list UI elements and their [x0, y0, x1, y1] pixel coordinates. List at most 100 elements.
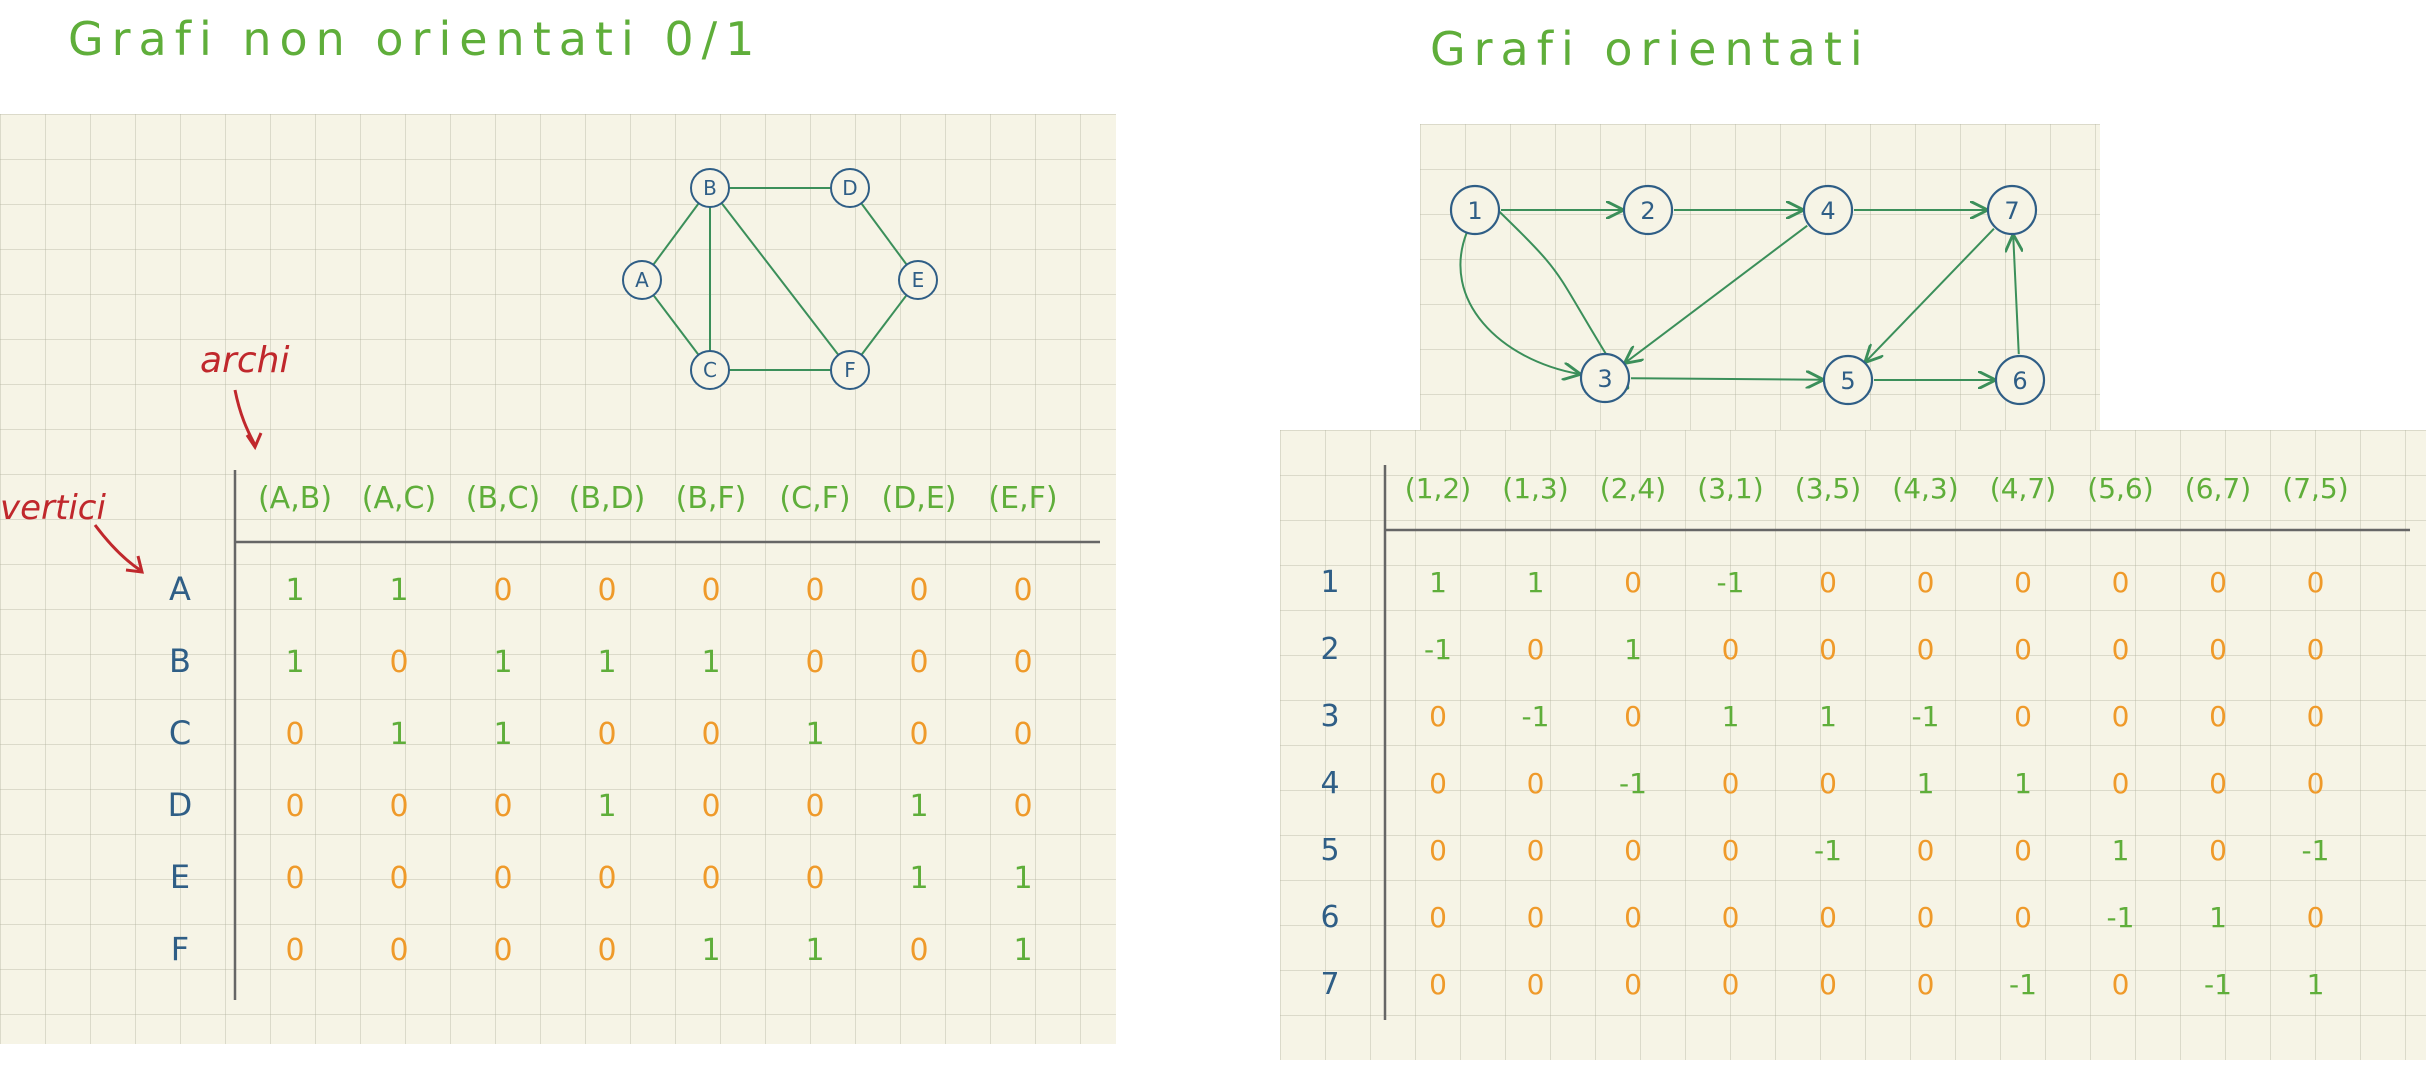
row-label: D: [168, 786, 193, 824]
matrix-cell: 0: [2209, 834, 2227, 867]
matrix-cell: 0: [1013, 789, 1032, 824]
matrix-cell: 1: [389, 717, 408, 752]
matrix-cell: 0: [1722, 633, 1740, 666]
graph-node-label: 5: [1840, 367, 1855, 395]
matrix-cell: 0: [805, 789, 824, 824]
matrix-cell: 0: [2014, 566, 2032, 599]
matrix-cell: 1: [493, 645, 512, 680]
matrix-cell: 1: [1624, 633, 1642, 666]
matrix-cell: 0: [1429, 700, 1447, 733]
matrix-cell: 0: [1917, 968, 1935, 1001]
row-label: E: [170, 858, 190, 896]
matrix-cell: 0: [1527, 901, 1545, 934]
row-label: 1: [1320, 565, 1339, 600]
matrix-cell: 0: [1527, 968, 1545, 1001]
matrix-cell: -1: [2107, 901, 2135, 934]
matrix-cell: 0: [597, 717, 616, 752]
column-header: (7,5): [2282, 472, 2348, 505]
matrix-cell: 1: [2307, 968, 2325, 1001]
matrix-cell: 0: [285, 789, 304, 824]
annotation-edges-arrow: [233, 389, 263, 451]
graph-node: 4: [1802, 184, 1854, 236]
column-header: (A,C): [362, 481, 436, 516]
matrix-cell: 0: [701, 573, 720, 608]
matrix-cell: 0: [1819, 566, 1837, 599]
matrix-cell: 0: [2209, 566, 2227, 599]
matrix-cell: 1: [909, 861, 928, 896]
matrix-cell: 1: [1429, 566, 1447, 599]
annotation-edges: archi: [200, 340, 290, 381]
matrix-cell: 0: [1429, 834, 1447, 867]
matrix-cell: 0: [1722, 968, 1740, 1001]
matrix-cell: 0: [1722, 901, 1740, 934]
column-header: (B,D): [569, 481, 646, 516]
row-label: 6: [1320, 900, 1339, 935]
matrix-cell: 0: [597, 573, 616, 608]
matrix-cell: 0: [2014, 700, 2032, 733]
column-header: (2,4): [1600, 472, 1666, 505]
graph-edge: [1626, 224, 1808, 363]
matrix-cell: 0: [493, 861, 512, 896]
matrix-cell: 0: [493, 789, 512, 824]
matrix-cell: 0: [2014, 901, 2032, 934]
graph-node: 3: [1579, 352, 1631, 404]
matrix-cell: 0: [2112, 700, 2130, 733]
matrix-cell: 0: [2112, 566, 2130, 599]
column-header: (D,E): [882, 481, 957, 516]
matrix-cell: 0: [1624, 901, 1642, 934]
matrix-cell: 0: [597, 861, 616, 896]
matrix-cell: 1: [909, 789, 928, 824]
matrix-cell: -1: [1619, 767, 1647, 800]
matrix-cell: 1: [597, 645, 616, 680]
matrix-cell: 1: [493, 717, 512, 752]
graph-node-label: 2: [1640, 197, 1655, 225]
row-label: 5: [1320, 833, 1339, 868]
matrix-cell: 1: [597, 789, 616, 824]
graph-edge: [1459, 231, 1579, 374]
matrix-cell: -1: [2204, 968, 2232, 1001]
matrix-cell: 1: [285, 645, 304, 680]
matrix-cell: 0: [805, 645, 824, 680]
matrix-cell: 0: [1624, 834, 1642, 867]
annotation-vertices: vertici: [0, 488, 106, 528]
graph-node-label: D: [842, 176, 857, 200]
matrix-cell: -1: [1717, 566, 1745, 599]
matrix-cell: 1: [2112, 834, 2130, 867]
column-header: (B,F): [676, 481, 747, 516]
row-label: 3: [1320, 699, 1339, 734]
matrix-cell: 0: [1527, 767, 1545, 800]
matrix-cell: 0: [1013, 573, 1032, 608]
matrix-cell: -1: [2302, 834, 2330, 867]
annotation-vertices-arrow: [93, 524, 144, 574]
matrix-cell: 0: [2307, 566, 2325, 599]
graph-node: 5: [1822, 354, 1874, 406]
matrix-cell: 0: [1819, 767, 1837, 800]
graph-node-label: B: [703, 176, 717, 200]
matrix-cell: 1: [2014, 767, 2032, 800]
column-header: (A,B): [258, 481, 332, 516]
graph-node: 7: [1986, 184, 2038, 236]
graph-node-label: E: [912, 268, 925, 292]
matrix-cell: -1: [1912, 700, 1940, 733]
matrix-cell: 0: [1917, 834, 1935, 867]
graph-node-label: F: [844, 358, 856, 382]
matrix-cell: 1: [805, 717, 824, 752]
matrix-cell: 0: [2112, 968, 2130, 1001]
matrix-cell: 0: [2307, 700, 2325, 733]
graph-node: E: [898, 260, 938, 300]
matrix-cell: 0: [2112, 767, 2130, 800]
column-header: (E,F): [988, 481, 1057, 516]
matrix-cell: 0: [389, 645, 408, 680]
column-header: (1,2): [1405, 472, 1471, 505]
matrix-cell: 0: [909, 645, 928, 680]
column-header: (4,7): [1990, 472, 2056, 505]
matrix-cell: 0: [909, 573, 928, 608]
column-header: (6,7): [2185, 472, 2251, 505]
graph-node-label: 1: [1467, 197, 1482, 225]
matrix-cell: 1: [1527, 566, 1545, 599]
matrix-cell: 1: [805, 933, 824, 968]
matrix-cell: 1: [389, 573, 408, 608]
row-label: 4: [1320, 766, 1339, 801]
directed-incidence-matrix: (1,2)(1,3)(2,4)(3,1)(3,5)(4,3)(4,7)(5,6)…: [1320, 465, 2410, 1020]
matrix-cell: 0: [2014, 633, 2032, 666]
